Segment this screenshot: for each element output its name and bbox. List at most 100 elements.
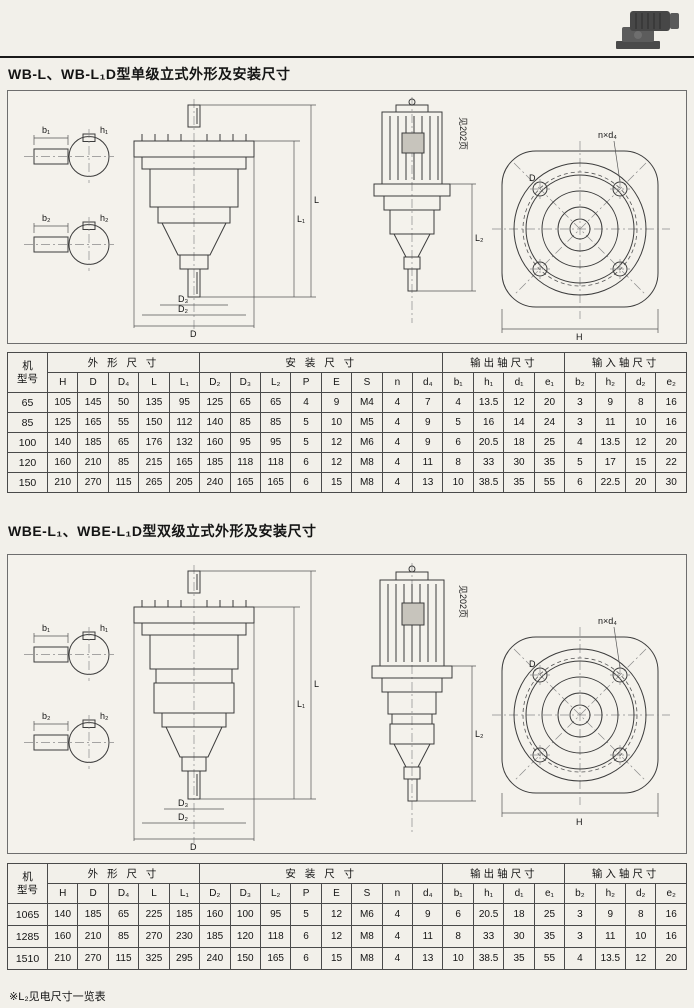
dim-label-D3: D₃ <box>178 798 188 808</box>
column-header: L₁ <box>168 883 201 904</box>
column-header: H <box>46 372 79 393</box>
dimension-value-cell: 9 <box>412 903 444 926</box>
column-header: D₄ <box>107 883 140 904</box>
footnote: ※L₂见电尺寸一览表 <box>9 991 106 1003</box>
model-number-cell: 1065 <box>7 903 48 926</box>
input-shaft-end-detail: b₂ h₂ <box>24 213 114 271</box>
dim-label-L: L <box>314 195 319 205</box>
dim-label-D: D <box>190 329 197 339</box>
dimension-value-cell: 50 <box>107 392 140 413</box>
column-header: h₂ <box>594 883 627 904</box>
column-header: d₂ <box>625 883 657 904</box>
dimension-value-cell: 65 <box>107 903 140 926</box>
dimension-value-cell: 6 <box>442 903 474 926</box>
section1-title: WB-L、WB-L₁D型单级立式外形及安装尺寸 <box>8 66 291 82</box>
column-header: e₂ <box>655 372 687 393</box>
dimension-value-cell: 210 <box>77 452 109 473</box>
column-header: D₃ <box>229 372 261 393</box>
dimension-value-cell: 118 <box>259 925 292 948</box>
single-stage-outline-drawing: b₁ h₁ b₂ h₂ L L₁ <box>24 97 670 342</box>
column-header: D₂ <box>199 372 231 393</box>
model-column-header: 机型号 <box>7 863 48 904</box>
dimension-value-cell: 205 <box>168 472 201 493</box>
dimension-value-cell: 13 <box>412 472 444 493</box>
dimension-value-cell: 16 <box>655 412 687 433</box>
reducer-side-view: L L₁ D₃ D₂ D <box>133 565 319 852</box>
dimension-value-cell: 4 <box>564 947 596 970</box>
dimension-value-cell: M8 <box>351 925 383 948</box>
dimension-value-cell: 140 <box>46 903 79 926</box>
dimension-value-cell: 35 <box>533 452 566 473</box>
dimension-value-cell: 18 <box>503 903 535 926</box>
dimension-value-cell: 85 <box>107 452 140 473</box>
model-number-cell: 1510 <box>7 947 48 970</box>
dimension-value-cell: 15 <box>625 452 657 473</box>
reducer-with-motor-view: 见202页 L₂ <box>373 97 484 323</box>
group-header: 外 形 尺 寸 <box>46 863 201 884</box>
column-header: h₁ <box>472 883 505 904</box>
column-header: b₁ <box>442 883 474 904</box>
dimension-value-cell: 85 <box>259 412 292 433</box>
model-number-cell: 85 <box>7 412 48 433</box>
dim-label-b1: b₁ <box>42 125 50 135</box>
dimension-value-cell: 17 <box>594 452 627 473</box>
dim-label-L2: L₂ <box>475 729 484 739</box>
dimension-value-cell: 7 <box>412 392 444 413</box>
dimension-value-cell: M6 <box>351 903 383 926</box>
dim-label-L2: L₂ <box>475 233 484 243</box>
dimension-value-cell: 30 <box>503 925 535 948</box>
dimension-value-cell: 105 <box>46 392 79 413</box>
dimension-value-cell: 165 <box>77 412 109 433</box>
dimension-value-cell: 4 <box>564 432 596 453</box>
dimension-value-cell: 35 <box>503 472 535 493</box>
dimension-value-cell: 210 <box>46 947 79 970</box>
dimension-value-cell: 18 <box>503 432 535 453</box>
double-stage-drawing-panel: b₁ h₁ b₂ h₂ L L₁ <box>7 554 687 854</box>
dimension-value-cell: 4 <box>381 947 414 970</box>
section2-title: WBE-L₁、WBE-L₁D型双级立式外形及安装尺寸 <box>8 523 317 539</box>
dimension-value-cell: 13.5 <box>472 392 505 413</box>
product-photo <box>610 5 688 53</box>
dimension-value-cell: 6 <box>290 472 322 493</box>
dimension-value-cell: 9 <box>412 432 444 453</box>
dimension-value-cell: 3 <box>564 903 596 926</box>
dimension-value-cell: 160 <box>46 452 79 473</box>
dim-label-H: H <box>576 817 583 827</box>
dimension-value-cell: 25 <box>533 432 566 453</box>
column-header: h₁ <box>472 372 505 393</box>
dimension-value-cell: 13.5 <box>594 432 627 453</box>
column-header: L <box>138 883 170 904</box>
dimension-value-cell: 5 <box>290 903 322 926</box>
column-header: L <box>138 372 170 393</box>
model-number-cell: 100 <box>7 432 48 453</box>
dimension-value-cell: 24 <box>533 412 566 433</box>
column-header: d₁ <box>503 883 535 904</box>
dimension-value-cell: 230 <box>168 925 201 948</box>
dimension-value-cell: 35 <box>503 947 535 970</box>
dimension-value-cell: 3 <box>564 392 596 413</box>
group-header: 输入轴尺寸 <box>564 352 687 373</box>
dimension-value-cell: 11 <box>594 925 627 948</box>
column-header: L₂ <box>259 372 292 393</box>
dimension-value-cell: 5 <box>290 412 322 433</box>
dimension-value-cell: 10 <box>442 472 474 493</box>
dimension-value-cell: 140 <box>199 412 231 433</box>
dimension-value-cell: 22 <box>655 452 687 473</box>
dimension-value-cell: 12 <box>320 452 353 473</box>
dim-label-h2: h₂ <box>100 213 109 223</box>
group-header: 安 装 尺 寸 <box>199 863 444 884</box>
column-header: h₂ <box>594 372 627 393</box>
dimension-value-cell: 12 <box>320 903 353 926</box>
mounting-flange-view: n×d₄ D H <box>492 616 670 827</box>
column-header: L₁ <box>168 372 201 393</box>
group-header: 输出轴尺寸 <box>442 863 566 884</box>
dimension-value-cell: 33 <box>472 925 505 948</box>
dimension-value-cell: 16 <box>655 925 687 948</box>
column-header: D <box>77 372 109 393</box>
dimension-value-cell: 115 <box>107 947 140 970</box>
